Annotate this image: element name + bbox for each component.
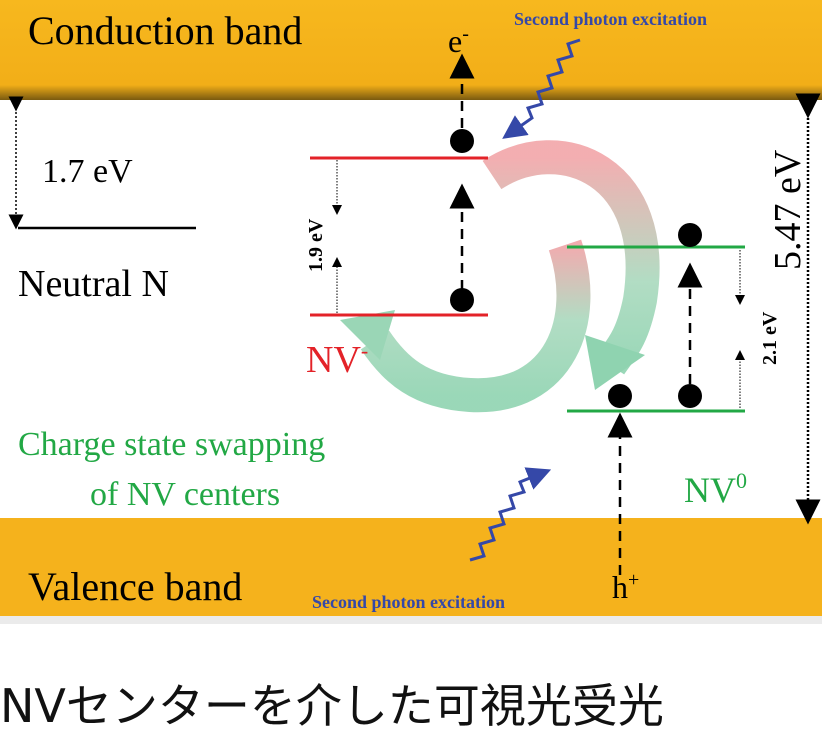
- valence-band-label: Valence band: [28, 564, 242, 609]
- conduction-band: [0, 0, 822, 100]
- nv-zero-gap: 2.1 eV: [759, 311, 781, 365]
- nv-minus-label: NV-: [306, 338, 368, 381]
- hole-label: h+: [612, 569, 639, 605]
- photon-label-top: Second photon excitation: [514, 9, 707, 29]
- nv-minus-gap: 1.9 eV: [305, 218, 327, 272]
- electron-dot: [450, 288, 474, 312]
- electron-dot: [678, 384, 702, 408]
- band-gap-label: 5.47 eV: [767, 149, 809, 270]
- swap-arrow-left-head: [340, 310, 395, 360]
- swap-arrow-right-head: [585, 335, 645, 390]
- photon-wave-top: [502, 38, 581, 139]
- electron-dot: [608, 384, 632, 408]
- electron-dot: [450, 129, 474, 153]
- neutral-n-energy: 1.7 eV: [42, 153, 133, 190]
- caption: NVセンターを介した可視光受光: [0, 679, 664, 733]
- photon-label-bottom: Second photon excitation: [312, 592, 505, 612]
- electron-dot: [678, 223, 702, 247]
- electron-label: e-: [448, 23, 469, 59]
- swap-text-line1: Charge state swapping: [18, 426, 325, 463]
- nv-zero-label: NV0: [684, 468, 747, 510]
- neutral-n-label: Neutral N: [18, 263, 169, 305]
- photon-wave-bottom: [469, 467, 552, 562]
- swap-arrow-right: [482, 140, 660, 375]
- conduction-band-label: Conduction band: [28, 8, 302, 53]
- valence-band: [0, 518, 822, 616]
- swap-arrow-left: [360, 239, 591, 413]
- swap-text-line2: of NV centers: [90, 476, 280, 513]
